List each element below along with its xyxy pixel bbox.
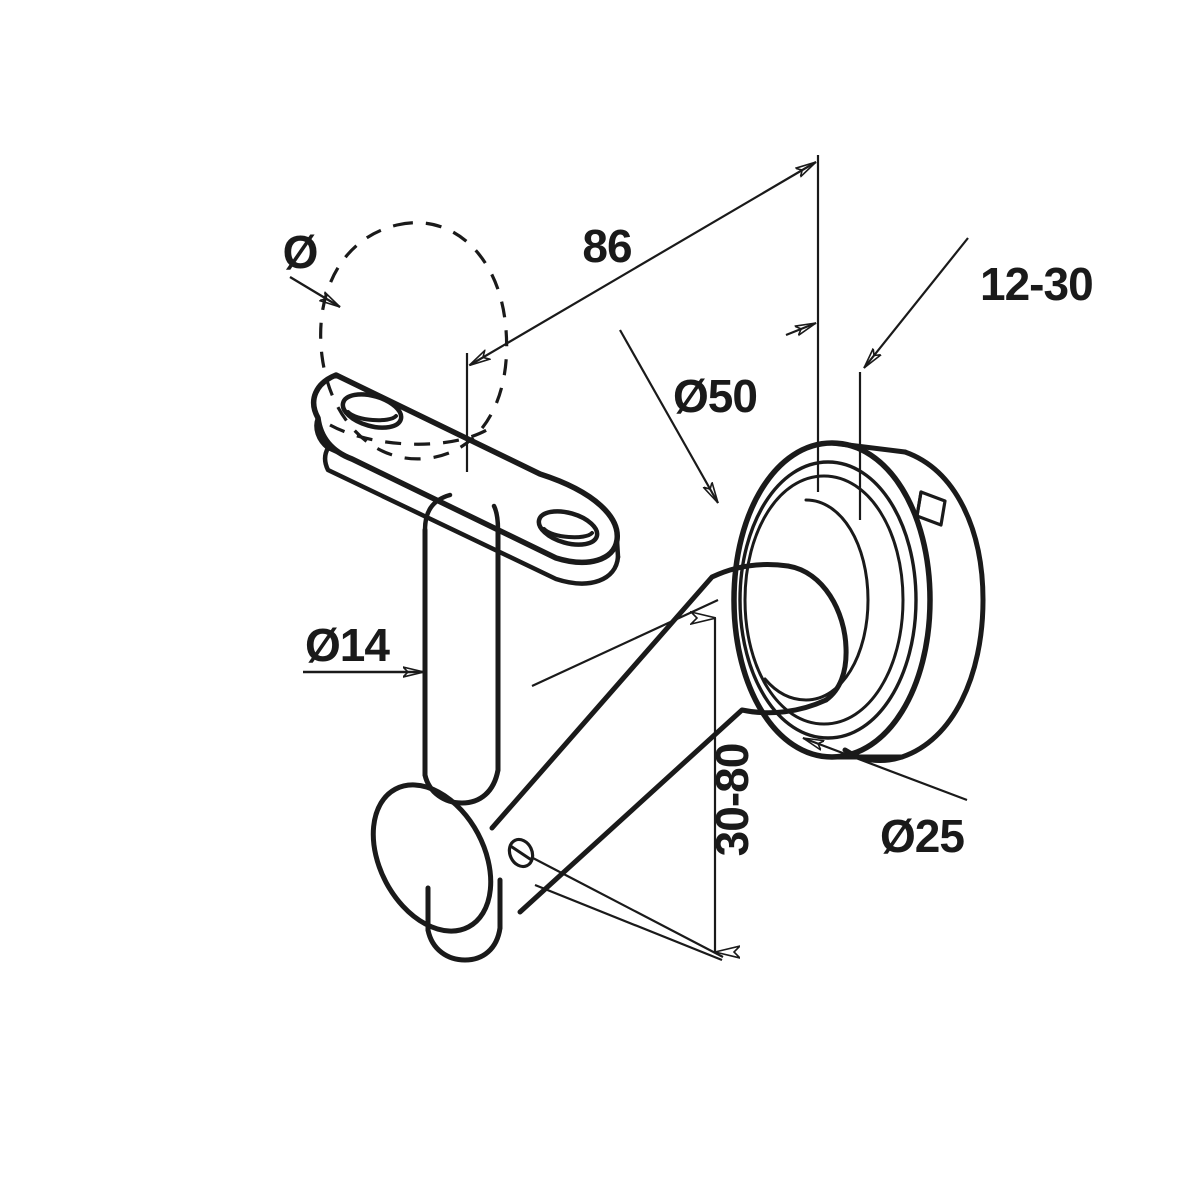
flange-ring-2	[743, 474, 905, 726]
arm-top-line	[489, 562, 791, 831]
arm-bottom-line	[517, 697, 829, 915]
set-screw-hole	[507, 837, 535, 869]
dia-handrail-leader	[289, 275, 341, 309]
arm-tube-group	[370, 562, 849, 934]
wall-flange-group	[731, 440, 986, 763]
saddle-right-edge	[614, 537, 621, 560]
dia-50-leader	[619, 329, 719, 503]
post-upper-bottom-cap	[422, 767, 501, 806]
saddle-hole-right-outer	[536, 509, 600, 547]
flange-ring-1	[738, 460, 918, 740]
dimension-12-30	[785, 237, 969, 520]
set-screw-leader	[530, 856, 724, 958]
saddle-left-edge	[314, 415, 331, 451]
post-saddle-joint-right	[491, 503, 501, 533]
flange-top-edge	[829, 440, 908, 455]
dimension-86	[465, 155, 820, 492]
dim-label-dia-handrail: Ø	[283, 226, 318, 278]
dim-label-12-30: 12-30	[980, 258, 1093, 310]
arm-flange-flare	[785, 563, 849, 703]
grub-screw-slot	[915, 490, 947, 527]
dim-label-dia-50: Ø50	[673, 370, 757, 422]
dimension-30-80	[531, 599, 722, 962]
saddle-bottom-edge	[322, 445, 621, 586]
dim-leader-12-30	[863, 237, 969, 369]
dia-25-leader	[803, 736, 968, 802]
set-screw-leader-line	[530, 856, 724, 958]
dimension-dia-25	[803, 736, 968, 802]
dimension-dia-handrail	[289, 275, 341, 309]
support-post-group	[422, 527, 503, 963]
flange-rear-rim	[842, 449, 986, 763]
flange-inner-boss	[763, 498, 870, 702]
ext-line-30-80-top	[531, 599, 719, 687]
phantom-tube-hidden-base	[329, 423, 491, 446]
dim-label-86: 86	[582, 220, 631, 272]
saddle-hole-right-inner	[542, 527, 594, 540]
post-lower-bottom-cap	[425, 925, 503, 963]
post-saddle-joint-left	[422, 492, 453, 533]
dim-line-86	[470, 161, 817, 365]
tick-arrow-12-30-inner	[785, 321, 816, 335]
dimension-dia-50	[619, 329, 719, 503]
saddle-hole-left-outer	[340, 392, 404, 430]
saddle-hole-left-inner	[346, 410, 398, 423]
saddle-plate-group	[311, 372, 621, 586]
dim-label-dia-25: Ø25	[880, 810, 964, 862]
dim-label-dia-14: Ø14	[305, 619, 390, 671]
arm-end-cap-ellipse	[370, 782, 494, 934]
dim-label-30-80: 30-80	[706, 744, 758, 857]
